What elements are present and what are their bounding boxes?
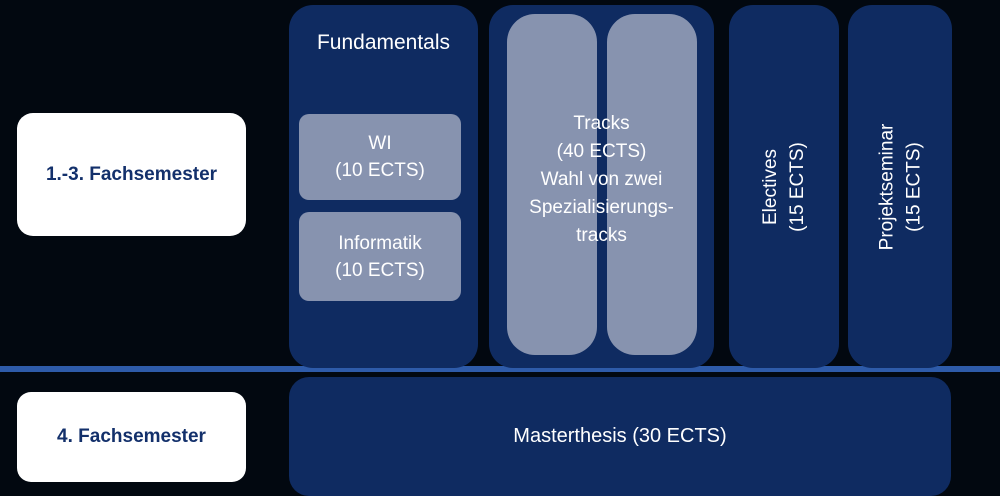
semester-4-label: 4. Fachsemester: [57, 426, 206, 447]
tracks-description: Tracks (40 ECTS) Wahl von zwei Spezialis…: [529, 113, 674, 246]
fundamentals-title: Fundamentals: [316, 31, 451, 54]
semester-divider-line: [0, 366, 1000, 372]
semester-4-label-box: 4. Fachsemester: [17, 392, 246, 482]
tracks-column: Tracks (40 ECTS) Wahl von zwei Spezialis…: [489, 5, 714, 368]
track-pillar-left: [507, 14, 597, 355]
projektseminar-column: Projektseminar (15 ECTS): [848, 5, 952, 368]
masterthesis-label: Masterthesis (30 ECTS): [513, 425, 727, 447]
fundamentals-column: Fundamentals WI (10 ECTS) Informatik (10…: [289, 5, 478, 368]
masterthesis-bar: Masterthesis (30 ECTS): [289, 377, 951, 496]
informatik-module-box: Informatik (10 ECTS): [299, 212, 461, 301]
projektseminar-label: Projektseminar (15 ECTS): [876, 123, 924, 250]
wi-module-box: WI (10 ECTS): [299, 114, 461, 200]
track-pillar-right: [607, 14, 697, 355]
semester-1-3-label-box: 1.-3. Fachsemester: [17, 113, 246, 236]
semester-1-3-label: 1.-3. Fachsemester: [45, 163, 218, 185]
electives-column: Electives (15 ECTS): [729, 5, 839, 368]
electives-label: Electives (15 ECTS): [760, 141, 808, 232]
